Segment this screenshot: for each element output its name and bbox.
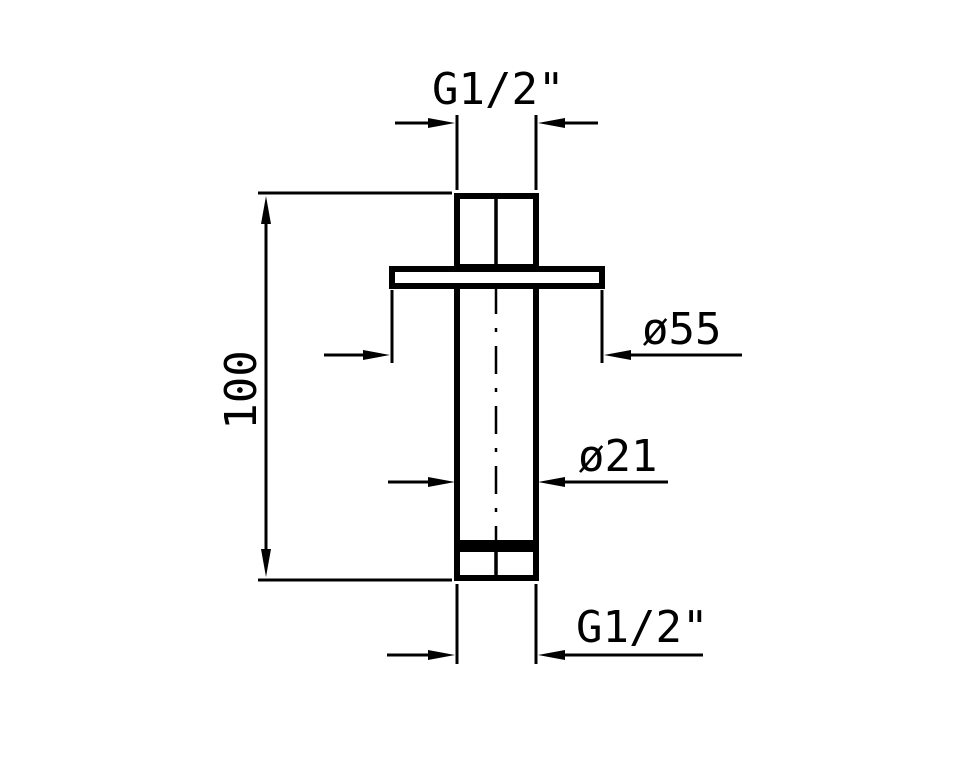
bottom-thread-dimension: G1/2" [387, 584, 708, 664]
flange-plate [389, 266, 605, 289]
pipe-diameter-dimension: ø21 [388, 431, 668, 487]
top-thread-dimension: G1/2" [395, 64, 598, 190]
pipe-diameter-label: ø21 [578, 431, 657, 482]
length-dimension: 100 [216, 191, 452, 582]
bottom-thread-label: G1/2" [576, 602, 708, 653]
top-thread-label: G1/2" [432, 64, 564, 115]
flange-diameter-label: ø55 [642, 304, 721, 355]
shower-arm-outline [389, 193, 605, 581]
flange-diameter-dimension: ø55 [324, 290, 742, 363]
length-label: 100 [216, 350, 267, 429]
